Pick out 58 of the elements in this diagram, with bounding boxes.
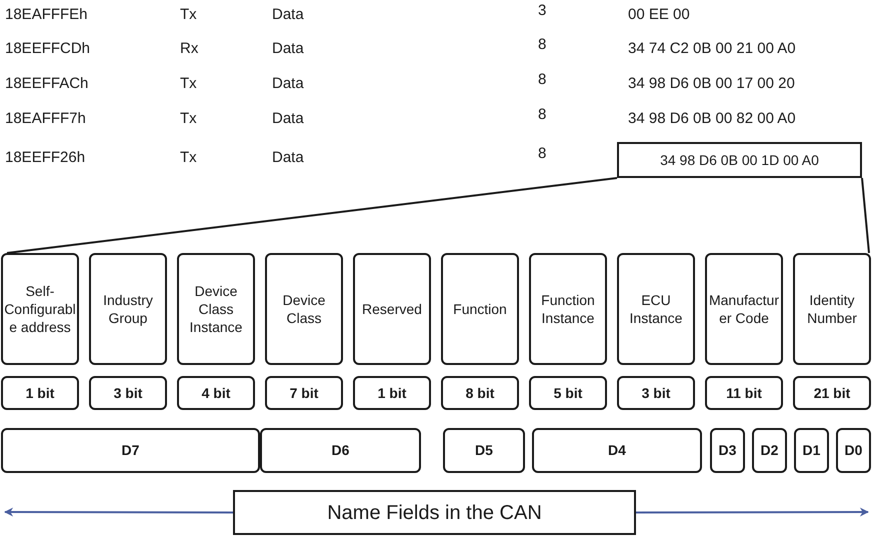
table-cell: 8 xyxy=(538,71,546,88)
byte-box: D6 xyxy=(260,428,421,473)
table-cell: 34 74 C2 0B 00 21 00 A0 xyxy=(628,40,796,57)
bit-width-box: 1 bit xyxy=(1,376,79,410)
table-cell: 34 98 D6 0B 00 82 00 A0 xyxy=(628,110,796,127)
bit-width-box: 7 bit xyxy=(265,376,343,410)
field-box: Function xyxy=(441,253,519,365)
field-box: Function Instance xyxy=(529,253,607,365)
table-cell: Tx xyxy=(180,6,197,23)
field-box: Manufacturer Code xyxy=(705,253,783,365)
table-cell: 18EEFFCDh xyxy=(5,40,90,57)
data-value-box: 34 98 D6 0B 00 1D 00 A0 xyxy=(617,142,862,178)
table-cell: Tx xyxy=(180,149,197,166)
expansion-line xyxy=(861,178,870,254)
table-cell: Data xyxy=(272,6,304,23)
table-cell: 34 98 D6 0B 00 17 00 20 xyxy=(628,75,795,92)
byte-box: D7 xyxy=(1,428,260,473)
table-cell: Data xyxy=(272,110,304,127)
table-cell: Data xyxy=(272,149,304,166)
byte-box: D3 xyxy=(710,428,745,473)
bit-width-box: 1 bit xyxy=(353,376,431,410)
arrow xyxy=(4,508,233,517)
table-cell: 8 xyxy=(538,36,546,53)
table-cell: 8 xyxy=(538,106,546,123)
bit-width-box: 5 bit xyxy=(529,376,607,410)
table-cell: 18EAFFFEh xyxy=(5,6,88,23)
bit-width-box: 3 bit xyxy=(89,376,167,410)
bit-width-box: 11 bit xyxy=(705,376,783,410)
byte-box: D2 xyxy=(752,428,787,473)
field-box: Reserved xyxy=(353,253,431,365)
table-cell: 3 xyxy=(538,2,546,19)
table-cell: Tx xyxy=(180,75,197,92)
table-cell: 00 EE 00 xyxy=(628,6,690,23)
field-box: Device Class Instance xyxy=(177,253,255,365)
expansion-line xyxy=(6,177,618,254)
bit-width-box: 8 bit xyxy=(441,376,519,410)
table-cell: 18EEFF26h xyxy=(5,149,86,166)
title-box: Name Fields in the CAN xyxy=(233,490,636,535)
table-cell: Tx xyxy=(180,110,197,127)
arrow xyxy=(636,508,869,517)
byte-box: D4 xyxy=(532,428,702,473)
byte-box: D1 xyxy=(794,428,829,473)
field-box: Industry Group xyxy=(89,253,167,365)
bit-width-box: 21 bit xyxy=(793,376,871,410)
byte-box: D0 xyxy=(836,428,871,473)
field-box: Identity Number xyxy=(793,253,871,365)
table-cell: 18EAFFF7h xyxy=(5,110,86,127)
field-box: ECU Instance xyxy=(617,253,695,365)
table-cell: Data xyxy=(272,75,304,92)
byte-box: D5 xyxy=(443,428,525,473)
field-box: Device Class xyxy=(265,253,343,365)
table-cell: Rx xyxy=(180,40,198,57)
table-cell: 18EEFFACh xyxy=(5,75,88,92)
bit-width-box: 3 bit xyxy=(617,376,695,410)
field-box: Self-Configurable address xyxy=(1,253,79,365)
bit-width-box: 4 bit xyxy=(177,376,255,410)
table-cell: 8 xyxy=(538,145,546,162)
table-cell: Data xyxy=(272,40,304,57)
